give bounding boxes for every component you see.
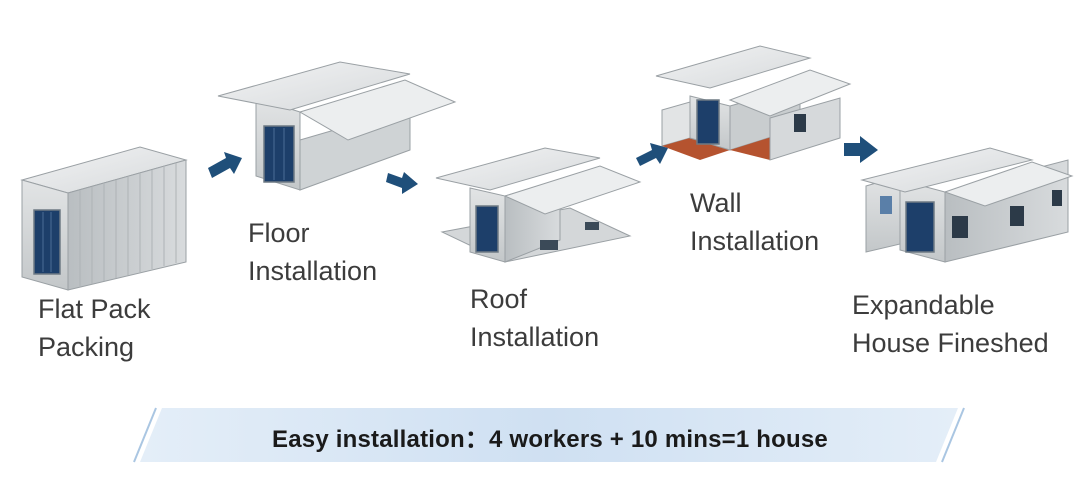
flat-pack-container-icon [20,146,188,291]
arrow-right-icon [636,143,668,166]
arrow-right-icon [844,136,878,163]
step-label-line2: Packing [38,332,135,362]
arrow-right-icon [208,152,242,178]
step-label-line2: House Fineshed [852,328,1049,358]
step-label-line1: Expandable [852,290,995,320]
arrow-right-icon [386,172,418,194]
step-label-finished: Expandable House Fineshed [852,286,1049,362]
step-label-line2: Installation [690,226,820,256]
banner-shape [133,407,965,463]
roof-installation-icon [435,147,642,263]
step-label-wall: Wall Installation [690,184,819,260]
step-label-flat-pack: Flat Pack Packing [38,290,151,366]
step-label-line2: Installation [248,256,378,286]
step-label-line2: Installation [470,322,600,352]
floor-installation-icon [217,61,457,191]
expandable-house-icon [860,147,1074,263]
step-label-line1: Wall [690,188,742,218]
step-label-line1: Roof [470,284,528,314]
step-label-floor: Floor Installation [248,214,377,290]
step-label-line1: Flat Pack [38,294,151,324]
step-label-roof: Roof Installation [470,280,599,356]
wall-installation-icon [655,45,852,161]
step-label-line1: Floor [248,218,310,248]
installation-banner-text: Easy installation：4 workers + 10 mins=1 … [272,425,828,453]
